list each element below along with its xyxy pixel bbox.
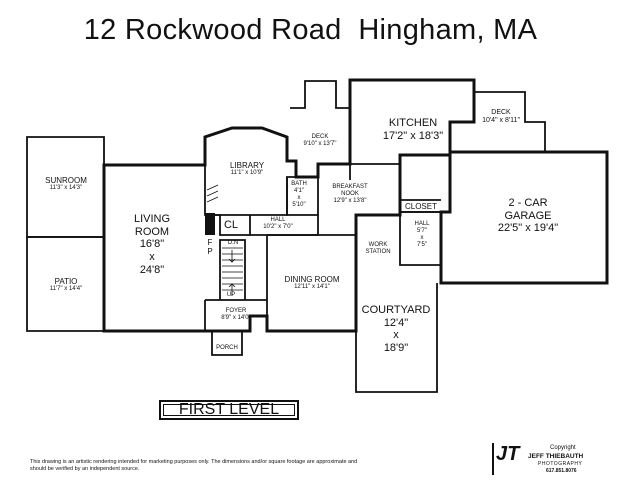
room-breakfast-l1: BREAKFAST <box>332 184 368 190</box>
room-breakfast-nook: BREAKFAST NOOK 12'9" x 13'8" <box>318 184 382 205</box>
disclaimer-text: This drawing is an artistic rendering in… <box>30 459 358 472</box>
fireplace-f: F <box>207 238 213 247</box>
room-garage-l1: 2 - CAR <box>508 197 548 209</box>
room-work-station: WORK STATION <box>360 242 396 256</box>
room-dining-name: DINING ROOM <box>284 275 340 284</box>
room-sunroom-dims: 11'3" x 14'3" <box>49 185 83 192</box>
stairs-up-label: UP <box>222 292 240 299</box>
room-work-l2: STATION <box>365 248 391 255</box>
room-porch: PORCH <box>212 345 242 352</box>
room-living: LIVING ROOM 16'8" x 24'8" <box>112 213 192 276</box>
logo-mark: JT <box>492 443 528 475</box>
wall-courtyard <box>355 283 438 393</box>
room-kitchen: KITCHEN 17'2" x 18'3" <box>360 117 466 142</box>
room-hall-center: HALL 10'2" x 7'0" <box>254 217 302 231</box>
room-living-l4: x <box>149 250 155 263</box>
logo-copyright: Copyright <box>550 445 576 451</box>
room-sunroom-name: SUNROOM <box>45 176 87 185</box>
room-bath-l3: x <box>297 194 301 201</box>
level-label: FIRST LEVEL <box>159 400 299 420</box>
room-living-l3: 16'8" <box>139 238 165 251</box>
room-hall-right-l2: 5'7" <box>417 227 427 234</box>
logo-phone: 617.851.8076 <box>546 468 577 474</box>
room-foyer: FOYER 8'9" x 14'0" <box>212 308 260 322</box>
fireplace-p: P <box>207 247 213 257</box>
room-garage: 2 - CAR GARAGE 22'5" x 19'4" <box>468 197 588 235</box>
room-cl: CL <box>220 219 242 232</box>
wall-stairs <box>205 239 267 301</box>
room-living-l5: 24'8" <box>139 263 165 276</box>
room-work-l1: WORK <box>368 242 388 248</box>
room-deck-left: DECK 9'10" x 13'7" <box>292 134 348 148</box>
room-bath-l2: 4'1" <box>294 187 304 194</box>
room-garage-l2: GARAGE <box>504 209 552 222</box>
room-patio-name: PATIO <box>54 277 78 286</box>
wall-deck-right <box>474 91 546 152</box>
room-closet: CLOSET <box>401 202 441 211</box>
room-patio-dims: 11'7" x 14'4" <box>49 286 83 293</box>
room-cl-name: CL <box>223 219 239 231</box>
logo-subtitle: PHOTOGRAPHY <box>538 461 583 467</box>
room-sunroom: SUNROOM 11'3" x 14'3" <box>30 176 102 192</box>
wall-patio <box>26 236 105 332</box>
room-kitchen-dims: 17'2" x 18'3" <box>382 129 444 142</box>
logo-name: JEFF THIEBAUTH <box>528 453 584 460</box>
room-library: LIBRARY 11'1" x 10'9" <box>210 161 284 177</box>
wall-porch <box>211 331 243 356</box>
wall-exterior-main <box>102 78 476 333</box>
stair-arrow-up <box>228 283 236 296</box>
room-foyer-dims: 8'9" x 14'0" <box>221 314 251 321</box>
wall-garage <box>439 150 609 285</box>
wall-closet <box>399 200 441 213</box>
wall-dining <box>266 234 356 316</box>
stair-arrow-down <box>228 250 236 263</box>
room-garage-l3: 22'5" x 19'4" <box>497 222 559 235</box>
room-library-dims: 11'1" x 10'9" <box>230 170 264 177</box>
wall-bath <box>286 177 319 216</box>
room-living-l1: LIVING <box>133 213 171 225</box>
room-deck-right-name: DECK <box>491 109 511 116</box>
room-hall-right-l4: 7'5" <box>417 241 427 248</box>
room-library-name: LIBRARY <box>229 161 265 170</box>
room-dining: DINING ROOM 12'11" x 14'1" <box>276 275 348 291</box>
room-hall-right-name: HALL <box>414 221 430 227</box>
room-bath-l4: 5'10" <box>292 201 306 208</box>
room-courtyard-l2: 12'4" <box>383 316 409 329</box>
room-porch-name: PORCH <box>216 345 238 351</box>
room-courtyard-l3: x <box>393 329 399 342</box>
room-deck-left-name: DECK <box>311 134 329 140</box>
room-hall-right: HALL 5'7" x 7'5" <box>408 221 436 249</box>
stairs-down-text: D.N <box>227 240 239 246</box>
room-hall-center-dims: 10'2" x 7'0" <box>263 223 293 230</box>
wall-deck-left <box>290 80 351 165</box>
wall-kitchen-nook <box>318 163 400 180</box>
stairs-down-label: D.N <box>224 240 242 247</box>
room-courtyard-name: COURTYARD <box>361 304 431 316</box>
room-breakfast-l3: 12'9" x 13'8" <box>333 197 367 204</box>
room-closet-name: CLOSET <box>404 202 437 211</box>
room-courtyard-l4: 18'9" <box>383 341 409 354</box>
stairs-up-text: UP <box>226 292 236 298</box>
room-hall-center-name: HALL <box>270 217 286 223</box>
page-title: 12 Rockwood Road Hingham, MA <box>83 14 538 46</box>
room-living-l2: ROOM <box>134 225 170 238</box>
room-breakfast-l2: NOOK <box>341 190 359 197</box>
room-hall-right-l3: x <box>420 234 424 241</box>
stair-treads <box>222 247 243 291</box>
room-dining-dims: 12'11" x 14'1" <box>294 284 330 291</box>
room-foyer-name: FOYER <box>225 308 247 314</box>
photographer-logo: JT Copyright JEFF THIEBAUTH PHOTOGRAPHY … <box>492 443 592 475</box>
stair-treads-upper <box>206 184 219 203</box>
room-kitchen-name: KITCHEN <box>388 117 438 129</box>
room-bath-name: BATH <box>291 181 307 187</box>
room-bath: BATH 4'1" x 5'10" <box>288 181 310 209</box>
fireplace-block <box>205 213 215 235</box>
fireplace-label: F P <box>205 238 215 256</box>
room-deck-right-dims: 10'4" x 8'11" <box>482 117 520 125</box>
room-deck-left-dims: 9'10" x 13'7" <box>303 140 337 147</box>
room-courtyard: COURTYARD 12'4" x 18'9" <box>358 304 434 355</box>
room-deck-right: DECK 10'4" x 8'11" <box>474 109 528 125</box>
room-patio: PATIO 11'7" x 14'4" <box>30 277 102 293</box>
